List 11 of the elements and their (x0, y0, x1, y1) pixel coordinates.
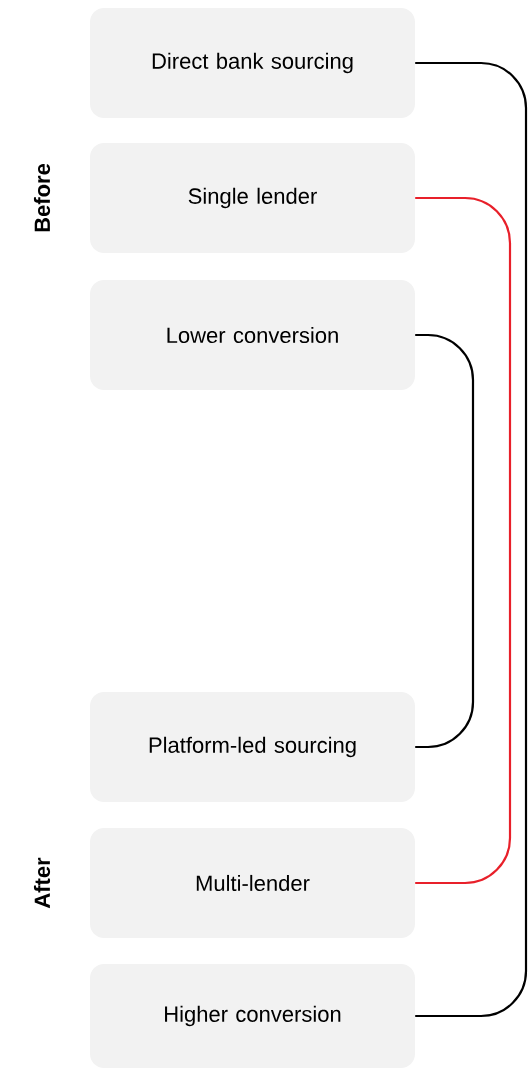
section-label: Before (33, 163, 51, 232)
process-box: Platform-led sourcing (90, 692, 415, 802)
connector (415, 196, 512, 885)
process-box: Higher conversion (90, 964, 415, 1068)
process-box: Lower conversion (90, 280, 415, 390)
process-box: Multi-lender (90, 828, 415, 938)
section-label: After (33, 857, 51, 909)
process-box: Single lender (90, 143, 415, 253)
connector (415, 61, 528, 1018)
connector (415, 333, 475, 749)
process-box: Direct bank sourcing (90, 8, 415, 118)
